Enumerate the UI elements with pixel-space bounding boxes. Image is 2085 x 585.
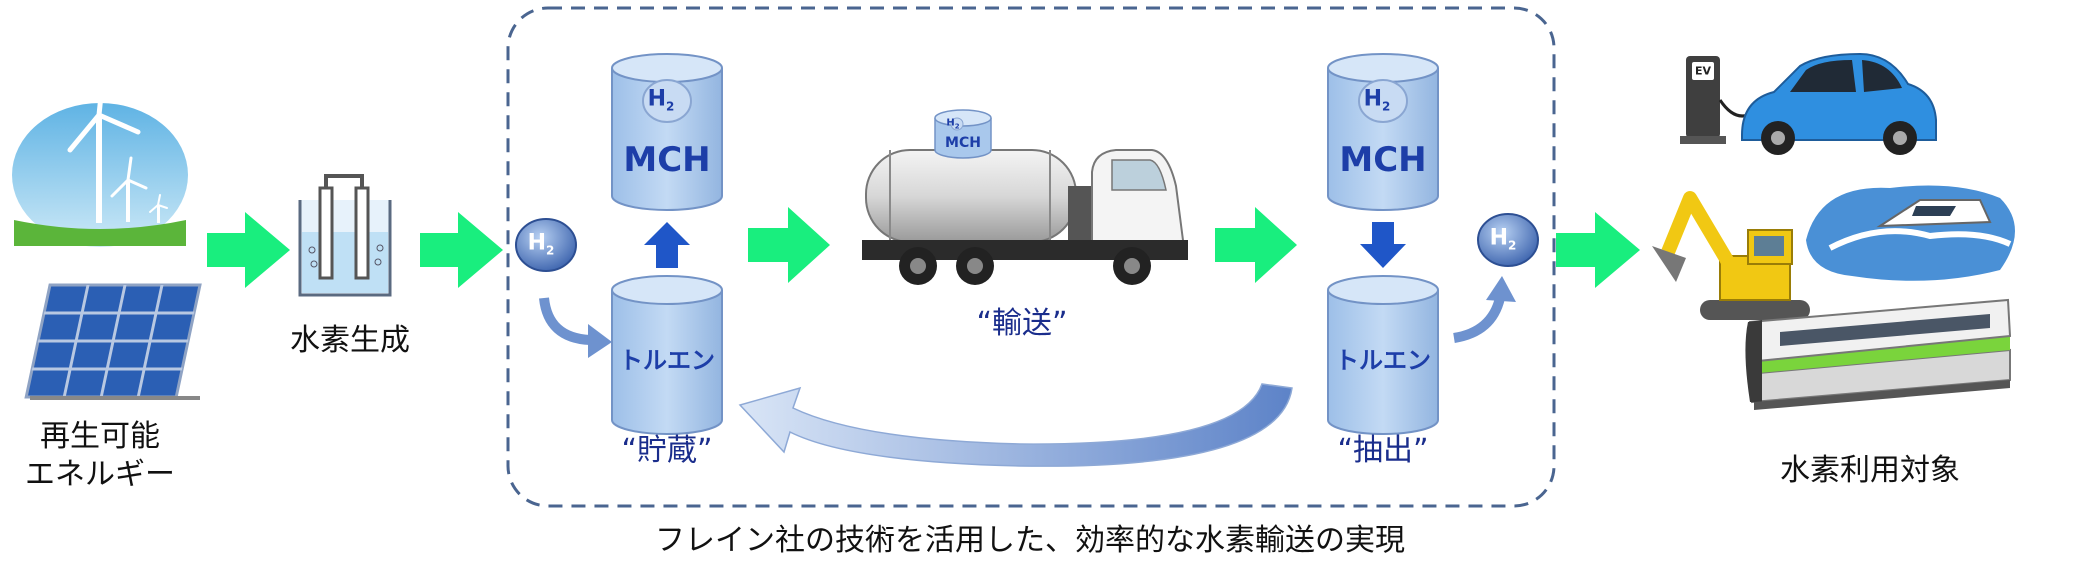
renewable-energy-line-2: エネルギー	[25, 456, 175, 492]
transport-label: “輸送”	[976, 306, 1068, 341]
extraction-mch-tank	[1327, 53, 1439, 211]
extraction-label: “抽出”	[1337, 433, 1429, 468]
h2-symbol: H	[946, 117, 955, 129]
extraction-toluene-tank	[1327, 275, 1439, 435]
h2-ball-storage-tank	[642, 79, 692, 123]
h2-subscript: 2	[666, 99, 675, 114]
wind-turbine-icon	[12, 63, 188, 247]
hydrogen-production-label: 水素生成	[290, 323, 410, 358]
h2-subscript: 2	[546, 243, 555, 258]
storage-toluene-label: トルエン	[619, 346, 715, 375]
storage-toluene-tank	[611, 275, 723, 435]
ev-sign: EV	[1694, 64, 1712, 78]
storage-mch-tank	[611, 53, 723, 211]
flow-arrows	[207, 207, 1640, 288]
caption: フレイン社の技術を活用した、効率的な水素輸送の実現	[655, 523, 1405, 558]
renewable-energy-label: 再生可能 エネルギー	[25, 418, 175, 493]
up-arrow	[644, 222, 690, 268]
h2-symbol: H	[647, 86, 667, 112]
h2-left-label: H2	[528, 230, 555, 257]
down-arrow	[1360, 222, 1406, 268]
absorb-arrow	[539, 297, 591, 345]
extraction-mch-label: MCH	[1339, 140, 1427, 180]
return-arrow	[738, 383, 1293, 467]
h2-symbol: H	[527, 230, 547, 256]
flow-arrow-2	[420, 212, 503, 288]
renewable-energy-line-1: 再生可能	[40, 419, 160, 454]
tanker-truck-icon	[862, 109, 1188, 285]
storage-label: “貯蔵”	[621, 433, 713, 468]
flow-arrow-5	[1556, 212, 1640, 288]
flow-arrow-1	[207, 212, 290, 288]
extraction-toluene-label: トルエン	[1335, 346, 1431, 375]
h2-subscript: 2	[1382, 99, 1391, 114]
process-boundary	[506, 6, 1556, 508]
electrolyzer-icon	[298, 174, 392, 297]
hydrogen-use-targets-label: 水素利用対象	[1780, 453, 1960, 488]
train-icon	[1745, 298, 2012, 410]
electric-car-icon	[1741, 52, 1937, 155]
h2-symbol: H	[1489, 225, 1509, 251]
flow-arrow-4	[1215, 207, 1297, 283]
boat-icon	[1806, 185, 2015, 281]
excavator-icon	[1652, 191, 1810, 320]
h2-ball-right	[1477, 213, 1539, 267]
h2-right-label: H2	[1490, 225, 1517, 252]
h2-ball-left	[515, 218, 577, 272]
truck-mch-label: MCH	[945, 135, 981, 151]
flow-arrow-3	[748, 207, 830, 283]
extraction-tank-h2-symbol: H2	[1364, 86, 1391, 113]
ev-charger-icon	[1680, 56, 1755, 144]
h2-ball-extraction-tank	[1358, 79, 1408, 123]
solar-panel-icon	[24, 283, 202, 400]
storage-tank-h2-symbol: H2	[648, 86, 675, 113]
storage-mch-label: MCH	[623, 140, 711, 180]
h2-symbol: H	[1363, 86, 1383, 112]
h2-subscript: 2	[954, 122, 960, 131]
truck-h2-symbol: H2	[946, 118, 959, 131]
release-arrow	[1453, 296, 1505, 343]
h2-subscript: 2	[1508, 238, 1517, 253]
